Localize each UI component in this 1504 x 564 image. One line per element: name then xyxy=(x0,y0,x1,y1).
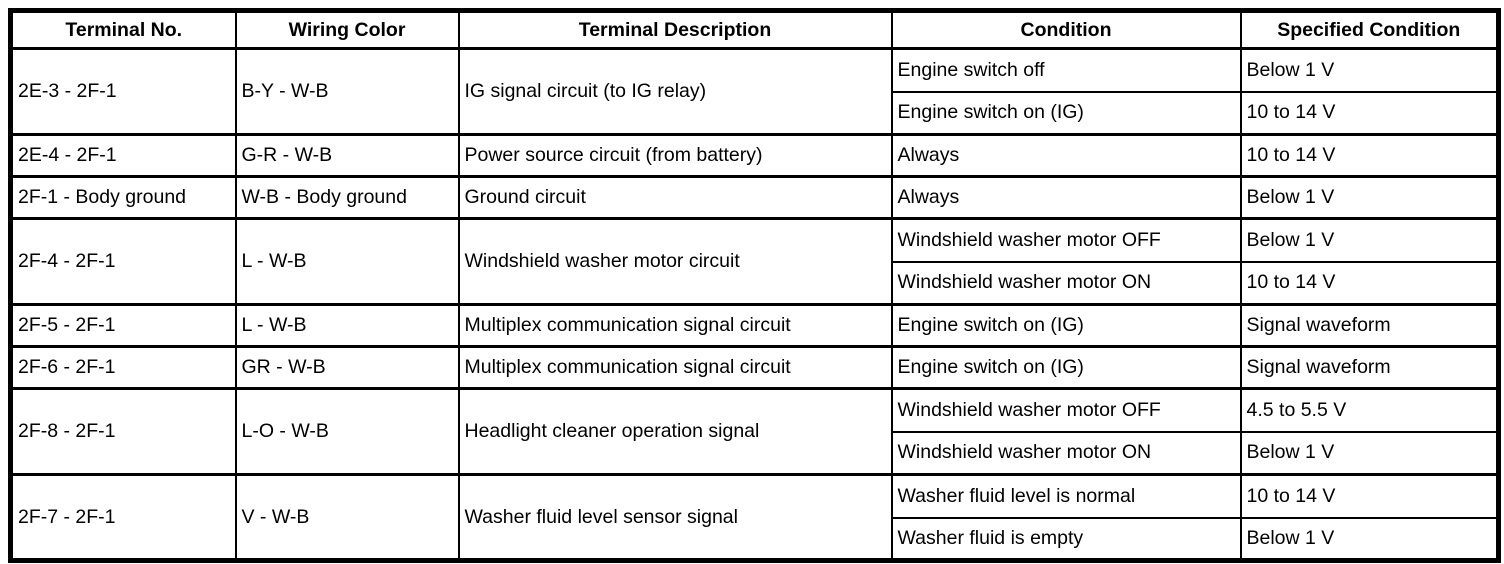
description-cell: Multiplex communication signal circuit xyxy=(457,345,893,390)
table-row: Engine switch on (IG) 10 to 14 V xyxy=(11,91,1500,136)
specified-condition-cell: 10 to 14 V xyxy=(1239,473,1500,519)
description-cell: Windshield washer motor circuit xyxy=(457,217,893,306)
header-wiring-color: Wiring Color xyxy=(234,9,460,50)
wiring-color-cell: L - W-B xyxy=(234,217,460,306)
description-cell: Ground circuit xyxy=(457,175,893,220)
terminal-no-cell: 2F-6 - 2F-1 xyxy=(9,345,237,390)
condition-cell: Engine switch on (IG) xyxy=(890,345,1242,390)
table-row: 2F-1 - Body ground W-B - Body ground Gro… xyxy=(9,175,1500,220)
specified-condition-cell: Below 1 V xyxy=(1239,175,1500,220)
specified-condition-cell: 10 to 14 V xyxy=(1239,91,1500,136)
description-cell: Power source circuit (from battery) xyxy=(457,133,893,178)
table-row: 2F-4 - 2F-1 L - W-B Windshield washer mo… xyxy=(9,217,1500,306)
wiring-color-cell: W-B - Body ground xyxy=(234,175,460,220)
header-terminal-no: Terminal No. xyxy=(9,9,237,50)
condition-cell: Always xyxy=(890,133,1242,178)
header-condition: Condition xyxy=(890,9,1242,50)
specified-condition-cell: Below 1 V xyxy=(1239,431,1500,476)
description-cell: Washer fluid level sensor signal xyxy=(457,473,893,562)
condition-cell: Windshield washer motor OFF xyxy=(890,387,1242,433)
table-row: 2F-8 - 2F-1 L-O - W-B Headlight cleaner … xyxy=(9,387,1500,476)
condition-cell: Engine switch off xyxy=(890,47,1242,93)
terminal-no-cell: 2F-8 - 2F-1 xyxy=(9,387,237,476)
terminal-no-cell: 2F-7 - 2F-1 xyxy=(9,473,237,562)
wiring-color-cell: GR - W-B xyxy=(234,345,460,390)
wiring-color-cell: L-O - W-B xyxy=(234,387,460,476)
specified-condition-cell: 10 to 14 V xyxy=(1239,133,1500,178)
specified-condition-cell: Below 1 V xyxy=(1239,217,1500,263)
condition-cell: Windshield washer motor ON xyxy=(890,261,1242,306)
wiring-color-cell: G-R - W-B xyxy=(234,133,460,178)
table-row: 2F-7 - 2F-1 V - W-B Washer fluid level s… xyxy=(9,473,1500,562)
table-row: 2E-3 - 2F-1 B-Y - W-B IG signal circuit … xyxy=(9,47,1500,136)
specified-condition-cell: Below 1 V xyxy=(1239,47,1500,93)
table-row: 2F-6 - 2F-1 GR - W-B Multiplex communica… xyxy=(9,345,1500,390)
condition-cell: Windshield washer motor OFF xyxy=(890,217,1242,263)
condition-cell: Engine switch on (IG) xyxy=(890,303,1242,348)
wiring-color-cell: V - W-B xyxy=(234,473,460,562)
condition-cell: Windshield washer motor ON xyxy=(890,431,1242,476)
description-cell: Multiplex communication signal circuit xyxy=(457,303,893,348)
condition-cell: Washer fluid is empty xyxy=(890,517,1242,562)
specified-condition-cell: 4.5 to 5.5 V xyxy=(1239,387,1500,433)
table-row: 2E-4 - 2F-1 G-R - W-B Power source circu… xyxy=(9,133,1500,178)
description-cell: Headlight cleaner operation signal xyxy=(457,387,893,476)
description-cell: IG signal circuit (to IG relay) xyxy=(457,47,893,136)
terminal-no-cell: 2F-4 - 2F-1 xyxy=(9,217,237,306)
terminal-spec-table: Terminal No. Wiring Color Terminal Descr… xyxy=(8,8,1501,563)
table-row: Washer fluid is empty Below 1 V xyxy=(11,517,1500,562)
table-header-row: Terminal No. Wiring Color Terminal Descr… xyxy=(9,9,1500,50)
table-row: 2F-5 - 2F-1 L - W-B Multiplex communicat… xyxy=(9,303,1500,348)
specified-condition-cell: 10 to 14 V xyxy=(1239,261,1500,306)
specified-condition-cell: Signal waveform xyxy=(1239,303,1500,348)
table-row: Windshield washer motor ON Below 1 V xyxy=(11,431,1500,476)
specified-condition-cell: Below 1 V xyxy=(1239,517,1500,562)
specified-condition-cell: Signal waveform xyxy=(1239,345,1500,390)
condition-cell: Engine switch on (IG) xyxy=(890,91,1242,136)
header-specified-condition: Specified Condition xyxy=(1239,9,1500,50)
header-terminal-description: Terminal Description xyxy=(457,9,893,50)
table-row: Windshield washer motor ON 10 to 14 V xyxy=(11,261,1500,306)
terminal-no-cell: 2F-1 - Body ground xyxy=(9,175,237,220)
wiring-color-cell: B-Y - W-B xyxy=(234,47,460,136)
condition-cell: Washer fluid level is normal xyxy=(890,473,1242,519)
terminal-no-cell: 2E-3 - 2F-1 xyxy=(9,47,237,136)
wiring-color-cell: L - W-B xyxy=(234,303,460,348)
terminal-no-cell: 2F-5 - 2F-1 xyxy=(9,303,237,348)
condition-cell: Always xyxy=(890,175,1242,220)
terminal-no-cell: 2E-4 - 2F-1 xyxy=(9,133,237,178)
